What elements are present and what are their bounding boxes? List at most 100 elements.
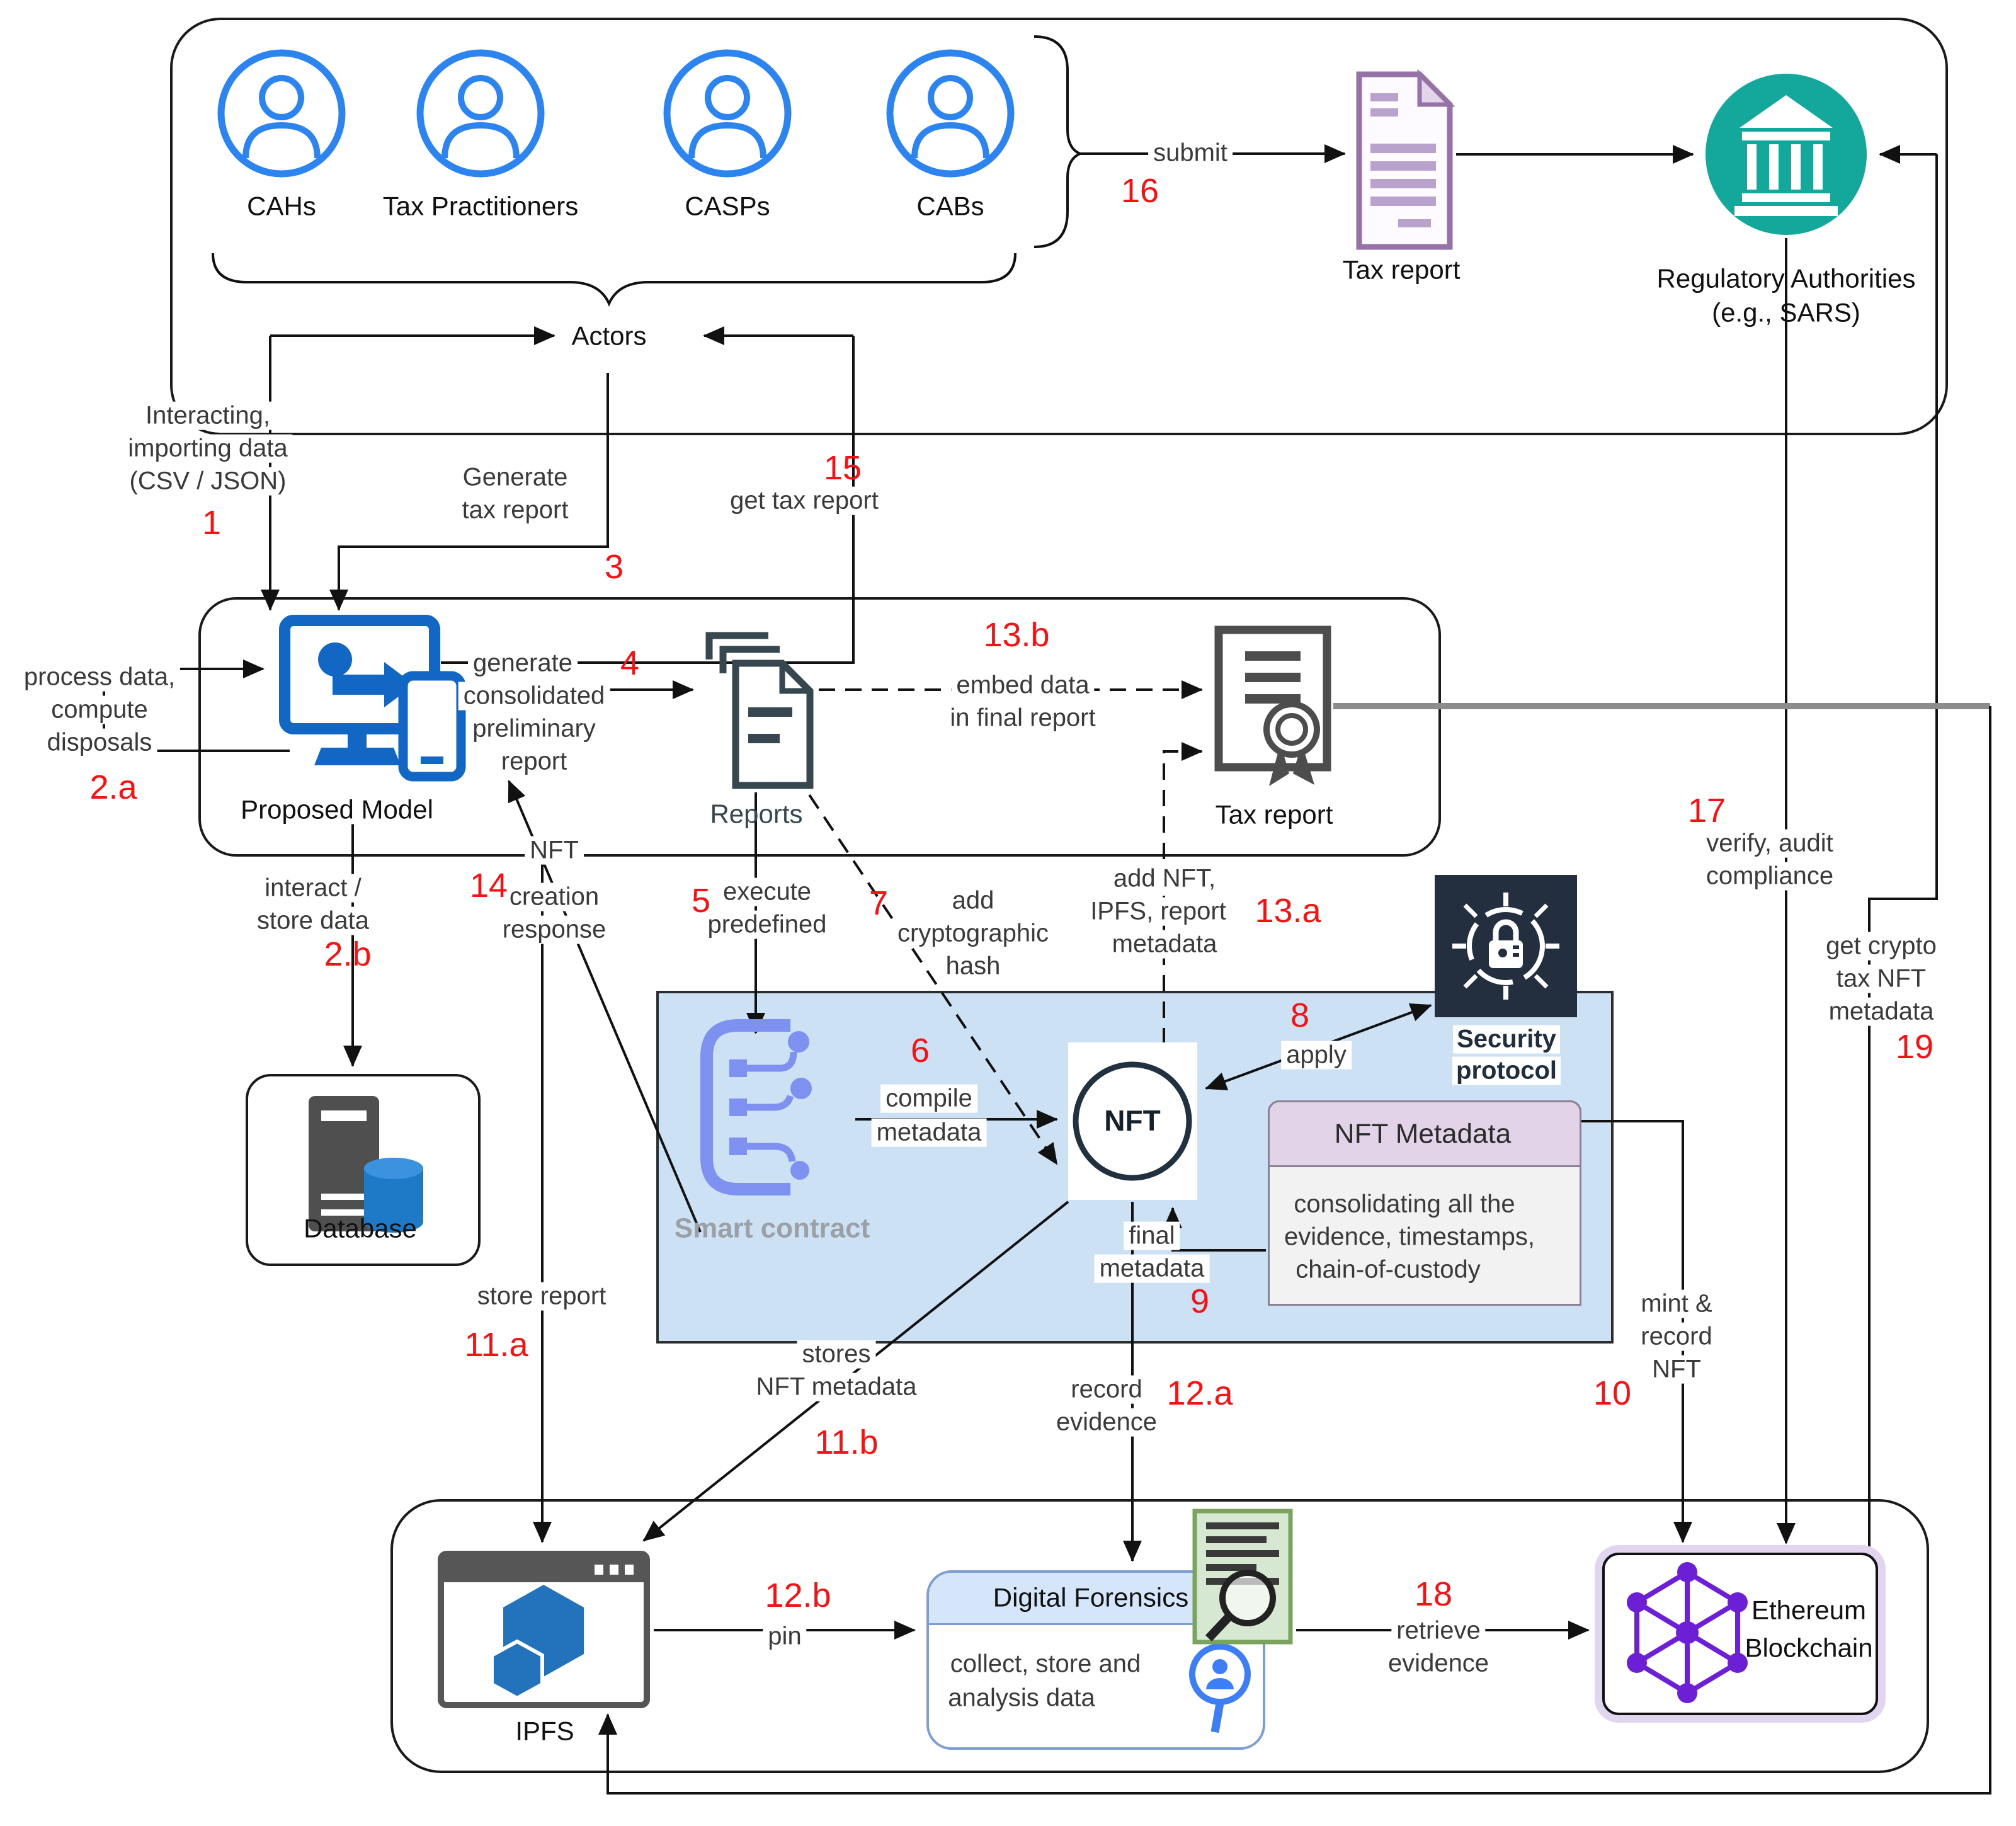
step-number: 15 [823,448,862,487]
step-number: 5 [691,881,711,920]
flow-label: add [947,886,999,915]
nft-node [1068,1042,1197,1200]
person-search-icon [1189,1643,1251,1733]
nft-circle-icon [1073,1061,1192,1181]
caption-nft: NFT [1104,1104,1161,1138]
step-number: 7 [868,884,889,922]
nft-metadata-node [1268,1100,1581,1306]
flow-label: disposals [42,728,157,757]
model-container [198,597,1441,857]
step-number: 10 [1593,1374,1632,1412]
flow-label: store report [472,1282,612,1311]
flow-label: submit [1148,139,1233,168]
caption-tax-report-top: Tax report [1342,254,1461,285]
caption-regulatory-sub: (e.g., SARS) [1712,297,1860,328]
step-number: 18 [1414,1575,1453,1613]
person-icon [663,49,792,178]
flow-label: interact / [259,874,367,903]
flow-label: compute [46,695,153,724]
flow-label: add NFT, [1108,864,1221,893]
flow-label: get crypto [1821,932,1942,961]
nft-metadata-line-3: chain-of-custody [1296,1255,1481,1284]
flow-label: embed data [951,671,1095,700]
actors-regulators-container [170,18,1948,435]
flow-label: retrieve [1391,1616,1486,1645]
nft-metadata-header [1268,1100,1581,1167]
flow-label: Interacting, [140,401,275,430]
caption-smart-contract: Smart contract [674,1213,870,1244]
caption-security-2: protocol [1452,1056,1561,1085]
flow-label: compile [880,1084,977,1113]
security-protocol-node [1435,875,1577,1017]
flow-label: apply [1281,1041,1352,1070]
person-icon [416,49,545,178]
caption-casps: CASPs [685,191,770,221]
nft-metadata-line-1: consolidating all the [1294,1190,1515,1218]
flow-label: response [497,915,612,944]
step-number: 11.a [464,1325,528,1364]
step-number: 11.b [814,1423,879,1461]
flow-label: stores [797,1340,876,1369]
tax-report-document-icon [1356,69,1455,250]
step-number: 13.a [1255,891,1321,930]
flow-label: preliminary [467,714,601,743]
caption-security-1: Security [1453,1025,1560,1054]
cabs-brace [1034,35,1084,248]
flow-label: metadata [1094,1254,1210,1283]
caption-ethereum-1: Ethereum [1751,1595,1867,1625]
flow-label: consolidated [458,682,610,710]
flow-label: tax report [457,496,574,525]
caption-cahs: CAHs [247,191,316,221]
flow-label: store data [252,906,374,935]
flow-label: process data, [18,663,181,692]
flow-label: creation [504,882,605,911]
flow-label: evidence [1051,1408,1163,1437]
caption-proposed-model: Proposed Model [236,794,438,825]
step-number: 17 [1687,791,1726,830]
caption-tax-report-final: Tax report [1215,799,1333,830]
caption-cabs: CABs [916,191,984,221]
step-number: 13.b [983,615,1050,654]
step-number: 4 [620,644,640,682]
flow-label: hash [940,952,1006,981]
step-number: 19 [1895,1027,1934,1066]
caption-digital-forensics: Digital Forensics [993,1582,1189,1612]
flow-label: NFT [525,836,584,865]
computer-model-icon [279,615,466,782]
caption-reports: Reports [710,799,803,829]
step-number: 3 [604,547,624,586]
flow-label: verify, audit [1701,829,1838,858]
forensics-line-1: collect, store and [950,1650,1141,1678]
flow-label: mint & [1636,1289,1717,1318]
evidence-document-icon [1192,1509,1293,1645]
flow-label: get tax report [725,486,884,515]
ipfs-node [438,1551,650,1708]
ethereum-network-icon [1627,1562,1748,1703]
step-number: 9 [1190,1282,1210,1320]
step-number: 16 [1120,171,1159,210]
step-number: 12.b [765,1576,831,1614]
caption-actors-group: Actors [565,321,653,351]
flow-label: IPFS, report [1085,897,1231,926]
bank-icon [1706,74,1867,235]
actors-brace [212,253,1017,307]
flow-label: NFT metadata [751,1372,922,1401]
caption-ipfs: IPFS [515,1716,574,1746]
step-number: 8 [1290,996,1310,1034]
flow-label: cryptographic [892,919,1054,948]
flow-label: final [1124,1221,1180,1250]
ipfs-titlebar [444,1557,644,1582]
caption-regulatory: Regulatory Authorities [1656,263,1916,294]
security-lock-target-icon [1452,893,1559,1000]
database-server-icon [309,1096,423,1233]
forensics-line-2: analysis data [948,1684,1095,1712]
flow-label: metadata [1823,997,1939,1026]
flow-label: in final report [945,704,1101,733]
caption-ethereum-2: Blockchain [1745,1633,1873,1663]
flow-label: (CSV / JSON) [124,467,292,496]
flow-label: execute [717,877,817,906]
person-icon [217,49,346,178]
caption-tax-practitioners: Tax Practitioners [382,191,579,221]
storage-layer-container [390,1499,1929,1773]
step-number: 2.a [89,768,137,806]
